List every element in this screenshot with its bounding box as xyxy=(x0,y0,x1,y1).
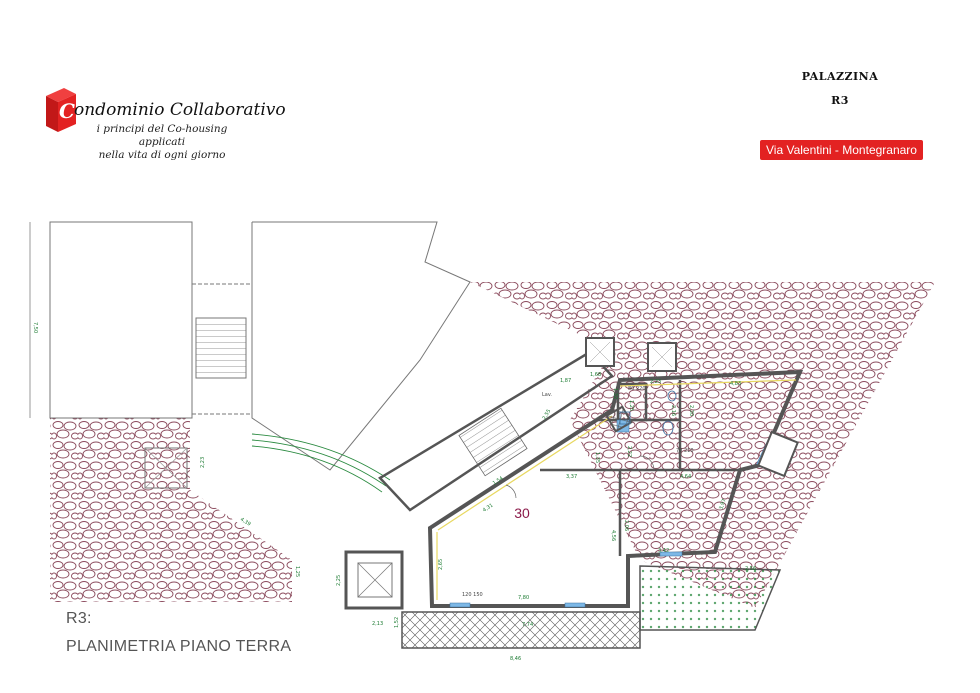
dim-label: 2,55 xyxy=(542,408,553,421)
dim-label: 1,54 xyxy=(492,476,505,487)
window-size: 120 150 xyxy=(462,592,483,598)
dim-label: 4,31 xyxy=(482,503,495,514)
dim-label: 3,42 xyxy=(658,548,669,554)
logo-letter: C xyxy=(59,99,75,123)
logo-subtitle-line2: nella vita di ogni giorno xyxy=(98,149,226,161)
logo-subtitle-line1: i principi del Co-housing applicati xyxy=(96,123,228,148)
stair-landing xyxy=(144,447,188,489)
dim-label: 4,83 xyxy=(730,381,741,387)
dim-label: 4,64 xyxy=(680,474,691,480)
yellow-highlights xyxy=(436,379,797,600)
garden-area xyxy=(639,565,782,631)
building-title: PALAZZINA xyxy=(801,70,879,83)
address-badge: Via Valentini - Montegranaro xyxy=(760,140,923,160)
utility-room xyxy=(344,550,404,610)
dim-label: 1,87 xyxy=(560,378,571,384)
dim-label: 7,74 xyxy=(522,622,533,628)
dim-label: 2,23 xyxy=(650,379,661,385)
dim-label: 1,32 xyxy=(612,388,618,399)
logo-title: ondominio Collaborativo xyxy=(74,100,286,120)
dim-label: 1,25 xyxy=(628,400,634,411)
building-code: R3 xyxy=(831,94,849,107)
stair-corridor xyxy=(378,350,614,512)
dim-label: 2,65 xyxy=(438,559,444,570)
dim-label: 4,56 xyxy=(610,530,616,541)
dim-label: 2,16 xyxy=(670,405,676,416)
unit-number: 30 xyxy=(514,505,530,521)
dim-label: 3,97 xyxy=(718,498,727,511)
plan-caption-code: R3: xyxy=(66,610,92,627)
dim-label: 2,25 xyxy=(336,575,342,586)
dim-label: 8,46 xyxy=(510,656,521,662)
dim-label: 2,56 xyxy=(745,566,756,572)
dim-label: 3,37 xyxy=(566,474,577,480)
adjacent-building xyxy=(29,221,471,471)
dim-label: 7,50 xyxy=(32,322,38,333)
bathroom-fixtures xyxy=(619,390,677,436)
green-path xyxy=(251,433,391,493)
plan-caption-title: PLANIMETRIA PIANO TERRA xyxy=(66,638,292,655)
dim-label: 1,35 xyxy=(594,452,600,463)
logo-subtitle: i principi del Co-housing applicati nell… xyxy=(72,123,252,162)
window-size-labels: 80 220 120 150 70 210 xyxy=(462,386,694,598)
dim-label: 2,23 xyxy=(200,457,206,468)
terrain-west xyxy=(50,418,292,602)
window-size: 80 220 xyxy=(628,386,646,392)
room-label: Lav. xyxy=(542,392,552,398)
dim-label: 2,30 xyxy=(688,405,694,416)
logo: C ondominio Collaborativo i principi del… xyxy=(42,86,286,161)
dim-label: 2,22 xyxy=(626,446,632,457)
floor-plan: 7,50 2,23 4,39 1,25 2,25 2,13 1,52 7,74 … xyxy=(29,221,935,662)
paved-strip xyxy=(401,611,641,649)
dim-label: 7,80 xyxy=(518,595,529,601)
window-size: 70 210 xyxy=(676,448,694,454)
dim-label: 1,25 xyxy=(294,566,300,577)
dim-label: 2,13 xyxy=(372,621,383,627)
terrain-east xyxy=(470,282,935,608)
light-well-grid xyxy=(589,341,673,368)
logo-cube-icon: C xyxy=(46,88,76,132)
dimension-labels: 7,50 2,23 4,39 1,25 2,25 2,13 1,52 7,74 … xyxy=(32,322,756,662)
door-swings xyxy=(505,455,655,499)
dim-label: 2,06 xyxy=(623,520,629,531)
dim-label: 4,39 xyxy=(239,517,252,528)
dim-label: 1,52 xyxy=(394,617,400,628)
dim-label: 1,68 xyxy=(590,372,601,378)
